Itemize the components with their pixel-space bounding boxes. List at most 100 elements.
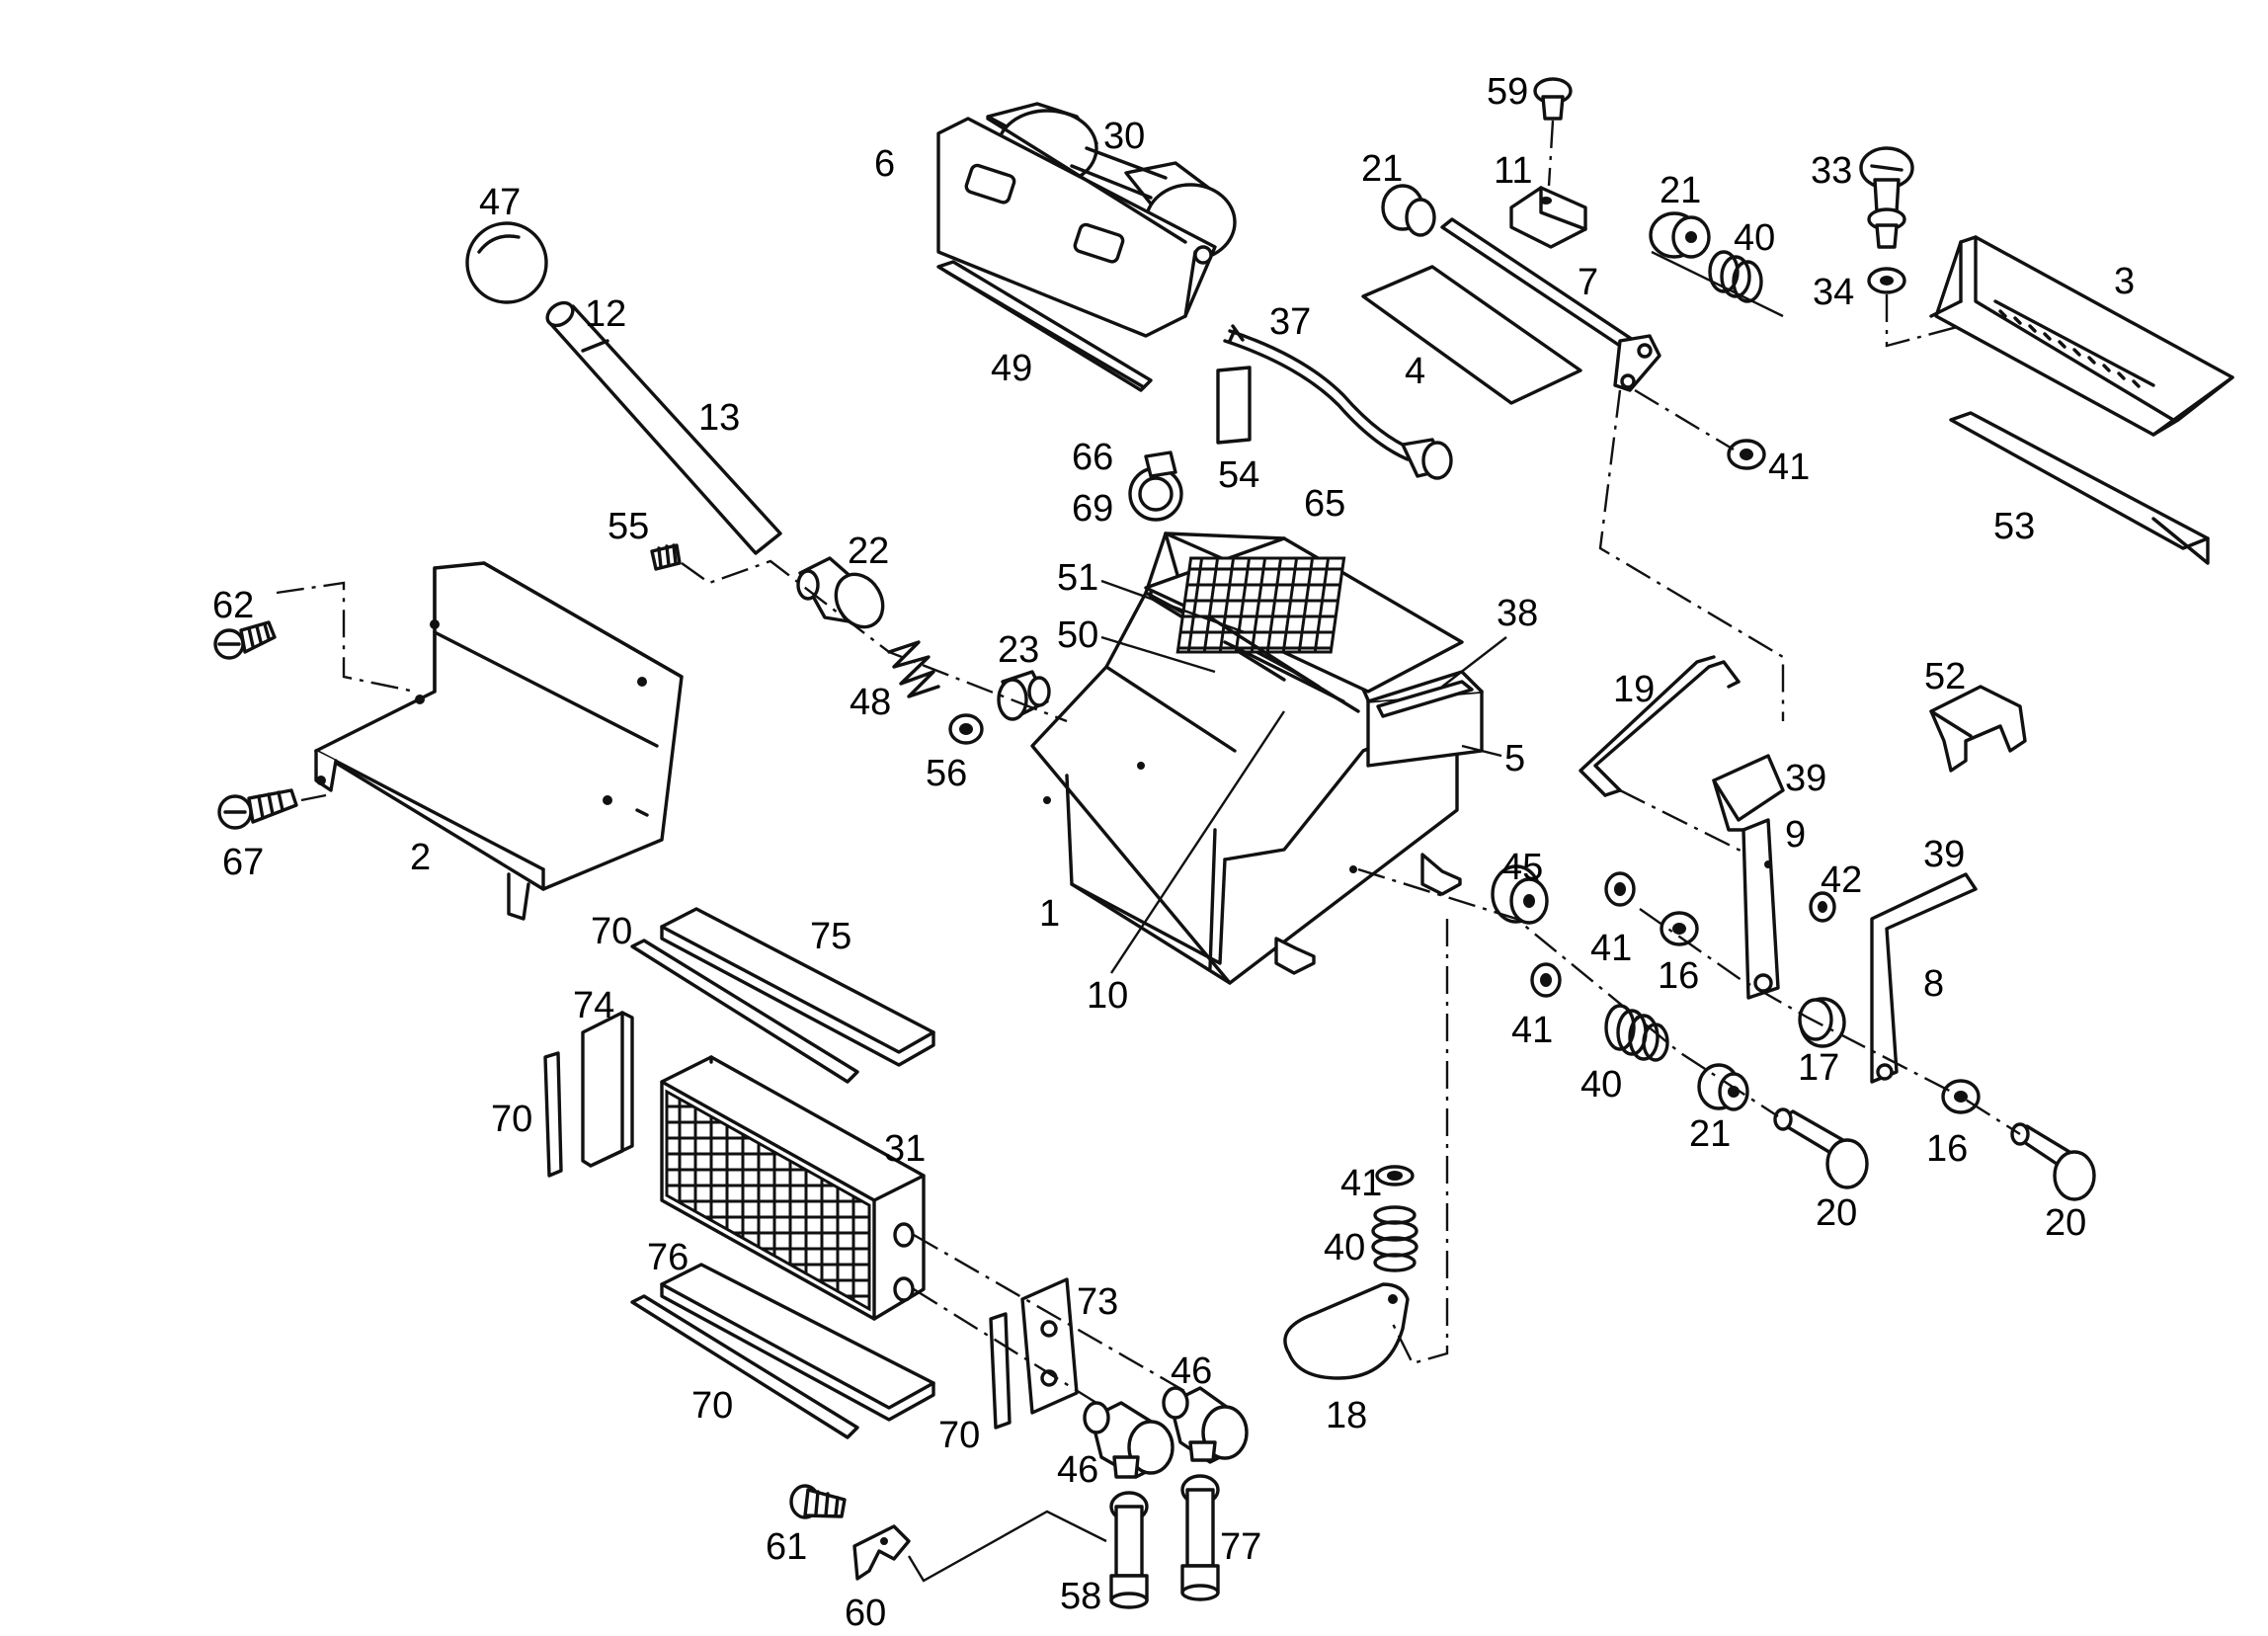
callout-4: 4: [1405, 351, 1425, 392]
callout-65: 65: [1304, 483, 1345, 525]
bushing-21-mid-part: [1649, 211, 1711, 259]
callout-50: 50: [1057, 614, 1098, 656]
washer-16-left-part: [1660, 911, 1699, 946]
spring-40-top-part: [1708, 250, 1763, 303]
callout-56: 56: [926, 753, 967, 794]
clamp-60-part: [852, 1524, 911, 1581]
washer-16-right-part: [1941, 1079, 1981, 1114]
strip-70-left-part: [543, 1051, 563, 1178]
callout-70b: 70: [491, 1099, 532, 1140]
callout-37: 37: [1269, 301, 1311, 343]
bushing-21-leader: [1651, 250, 1784, 318]
screw-33-leader: [1885, 294, 1962, 348]
lever-rod-part: [545, 300, 782, 555]
clamp-60-leader: [907, 1510, 1107, 1583]
callout-18: 18: [1326, 1395, 1367, 1436]
callout-17: 17: [1798, 1047, 1839, 1089]
callout-34: 34: [1813, 272, 1854, 313]
axle-leader-low: [1357, 867, 1779, 1118]
washer-41-mid-part: [1604, 871, 1636, 907]
shaft-7-leader: [1634, 388, 1735, 451]
spring-48-part: [887, 640, 940, 698]
bushing-21-top-part: [1381, 184, 1436, 237]
screw-67-part: [217, 788, 298, 830]
callout-21c: 21: [1689, 1113, 1731, 1155]
callout-55: 55: [608, 506, 649, 547]
callout-46a: 46: [1171, 1350, 1212, 1392]
callout-12: 12: [585, 293, 626, 335]
bushing-21-low-part: [1697, 1063, 1749, 1111]
callout-40a: 40: [1734, 217, 1775, 259]
callout-16b: 16: [1926, 1128, 1968, 1170]
callout-33: 33: [1811, 150, 1852, 192]
callout-76: 76: [647, 1237, 688, 1278]
callout-31: 31: [884, 1128, 926, 1170]
screw-62-leader: [276, 581, 416, 694]
callout-70a: 70: [591, 911, 632, 952]
filter-insert-part: [1144, 532, 1464, 703]
heater-element-part: [660, 1055, 926, 1321]
cover-3-part: [1929, 235, 2234, 437]
pin-20-right-part: [2010, 1122, 2096, 1201]
plate-4-part: [1361, 265, 1582, 405]
lever-socket-part: [796, 556, 885, 629]
washer-56-part: [948, 713, 984, 745]
screw-33-part: [1859, 146, 1914, 249]
heater-upper-leader: [913, 1233, 1206, 1405]
lever-leader: [681, 559, 1068, 723]
screw-61-part: [789, 1484, 847, 1519]
bolt-77-part: [1180, 1474, 1220, 1601]
callout-2: 2: [410, 837, 431, 878]
rod-19-leader: [1598, 389, 1785, 721]
callout-49: 49: [991, 348, 1032, 389]
strip-70-bottom-part: [630, 1294, 859, 1439]
callout-66: 66: [1072, 437, 1113, 478]
cover-plate-75-part: [660, 907, 935, 1067]
bolt-58-part: [1109, 1491, 1149, 1609]
mounting-panel-part: [314, 561, 684, 921]
callout-11: 11: [1494, 150, 1532, 192]
callout-70c: 70: [691, 1385, 733, 1427]
setscrew-55-part: [650, 543, 682, 571]
callout-77: 77: [1220, 1526, 1261, 1568]
callout-40c: 40: [1324, 1227, 1365, 1268]
callout-75: 75: [810, 916, 851, 957]
callout-41b: 41: [1590, 928, 1632, 969]
fitting-46-right-part: [1162, 1386, 1249, 1464]
callout-13: 13: [698, 397, 740, 439]
screw-59-part: [1533, 77, 1573, 121]
filter-bracket-part: [1366, 670, 1484, 768]
callout-20b: 20: [2045, 1202, 2086, 1244]
panel-74-part: [581, 1011, 634, 1168]
callout-69: 69: [1072, 488, 1113, 530]
callout-60: 60: [845, 1593, 886, 1634]
callout-61: 61: [766, 1526, 807, 1568]
callout-62: 62: [212, 585, 254, 626]
callout-54: 54: [1218, 454, 1259, 496]
screw-59-leader: [1547, 120, 1555, 187]
callout-51-leader: [1100, 579, 1246, 634]
callout-30: 30: [1103, 116, 1145, 157]
callout-52: 52: [1924, 656, 1966, 697]
screw-62-part: [213, 620, 277, 660]
callout-9: 9: [1785, 814, 1806, 856]
callout-5: 5: [1504, 738, 1525, 779]
plate-73-part: [1020, 1277, 1079, 1415]
callout-10: 10: [1087, 975, 1128, 1017]
washer-41-plate-part: [1375, 1165, 1415, 1186]
plate-18-part: [1283, 1282, 1410, 1380]
callout-21b: 21: [1660, 170, 1701, 211]
callout-67: 67: [222, 842, 264, 883]
motor-strip-49-part: [936, 260, 1153, 392]
callout-1: 1: [1039, 893, 1060, 935]
callout-47: 47: [479, 182, 521, 223]
callout-53: 53: [1993, 506, 2035, 547]
callout-21a: 21: [1361, 148, 1403, 190]
callout-50-leader: [1100, 635, 1216, 674]
cable-37-part: [1223, 324, 1453, 480]
callout-3: 3: [2114, 261, 2135, 302]
motor-bracket-part: [936, 117, 1217, 338]
washer-41-top-part: [1727, 439, 1766, 470]
callout-73: 73: [1077, 1281, 1118, 1323]
strip-70-top-part: [630, 939, 859, 1084]
